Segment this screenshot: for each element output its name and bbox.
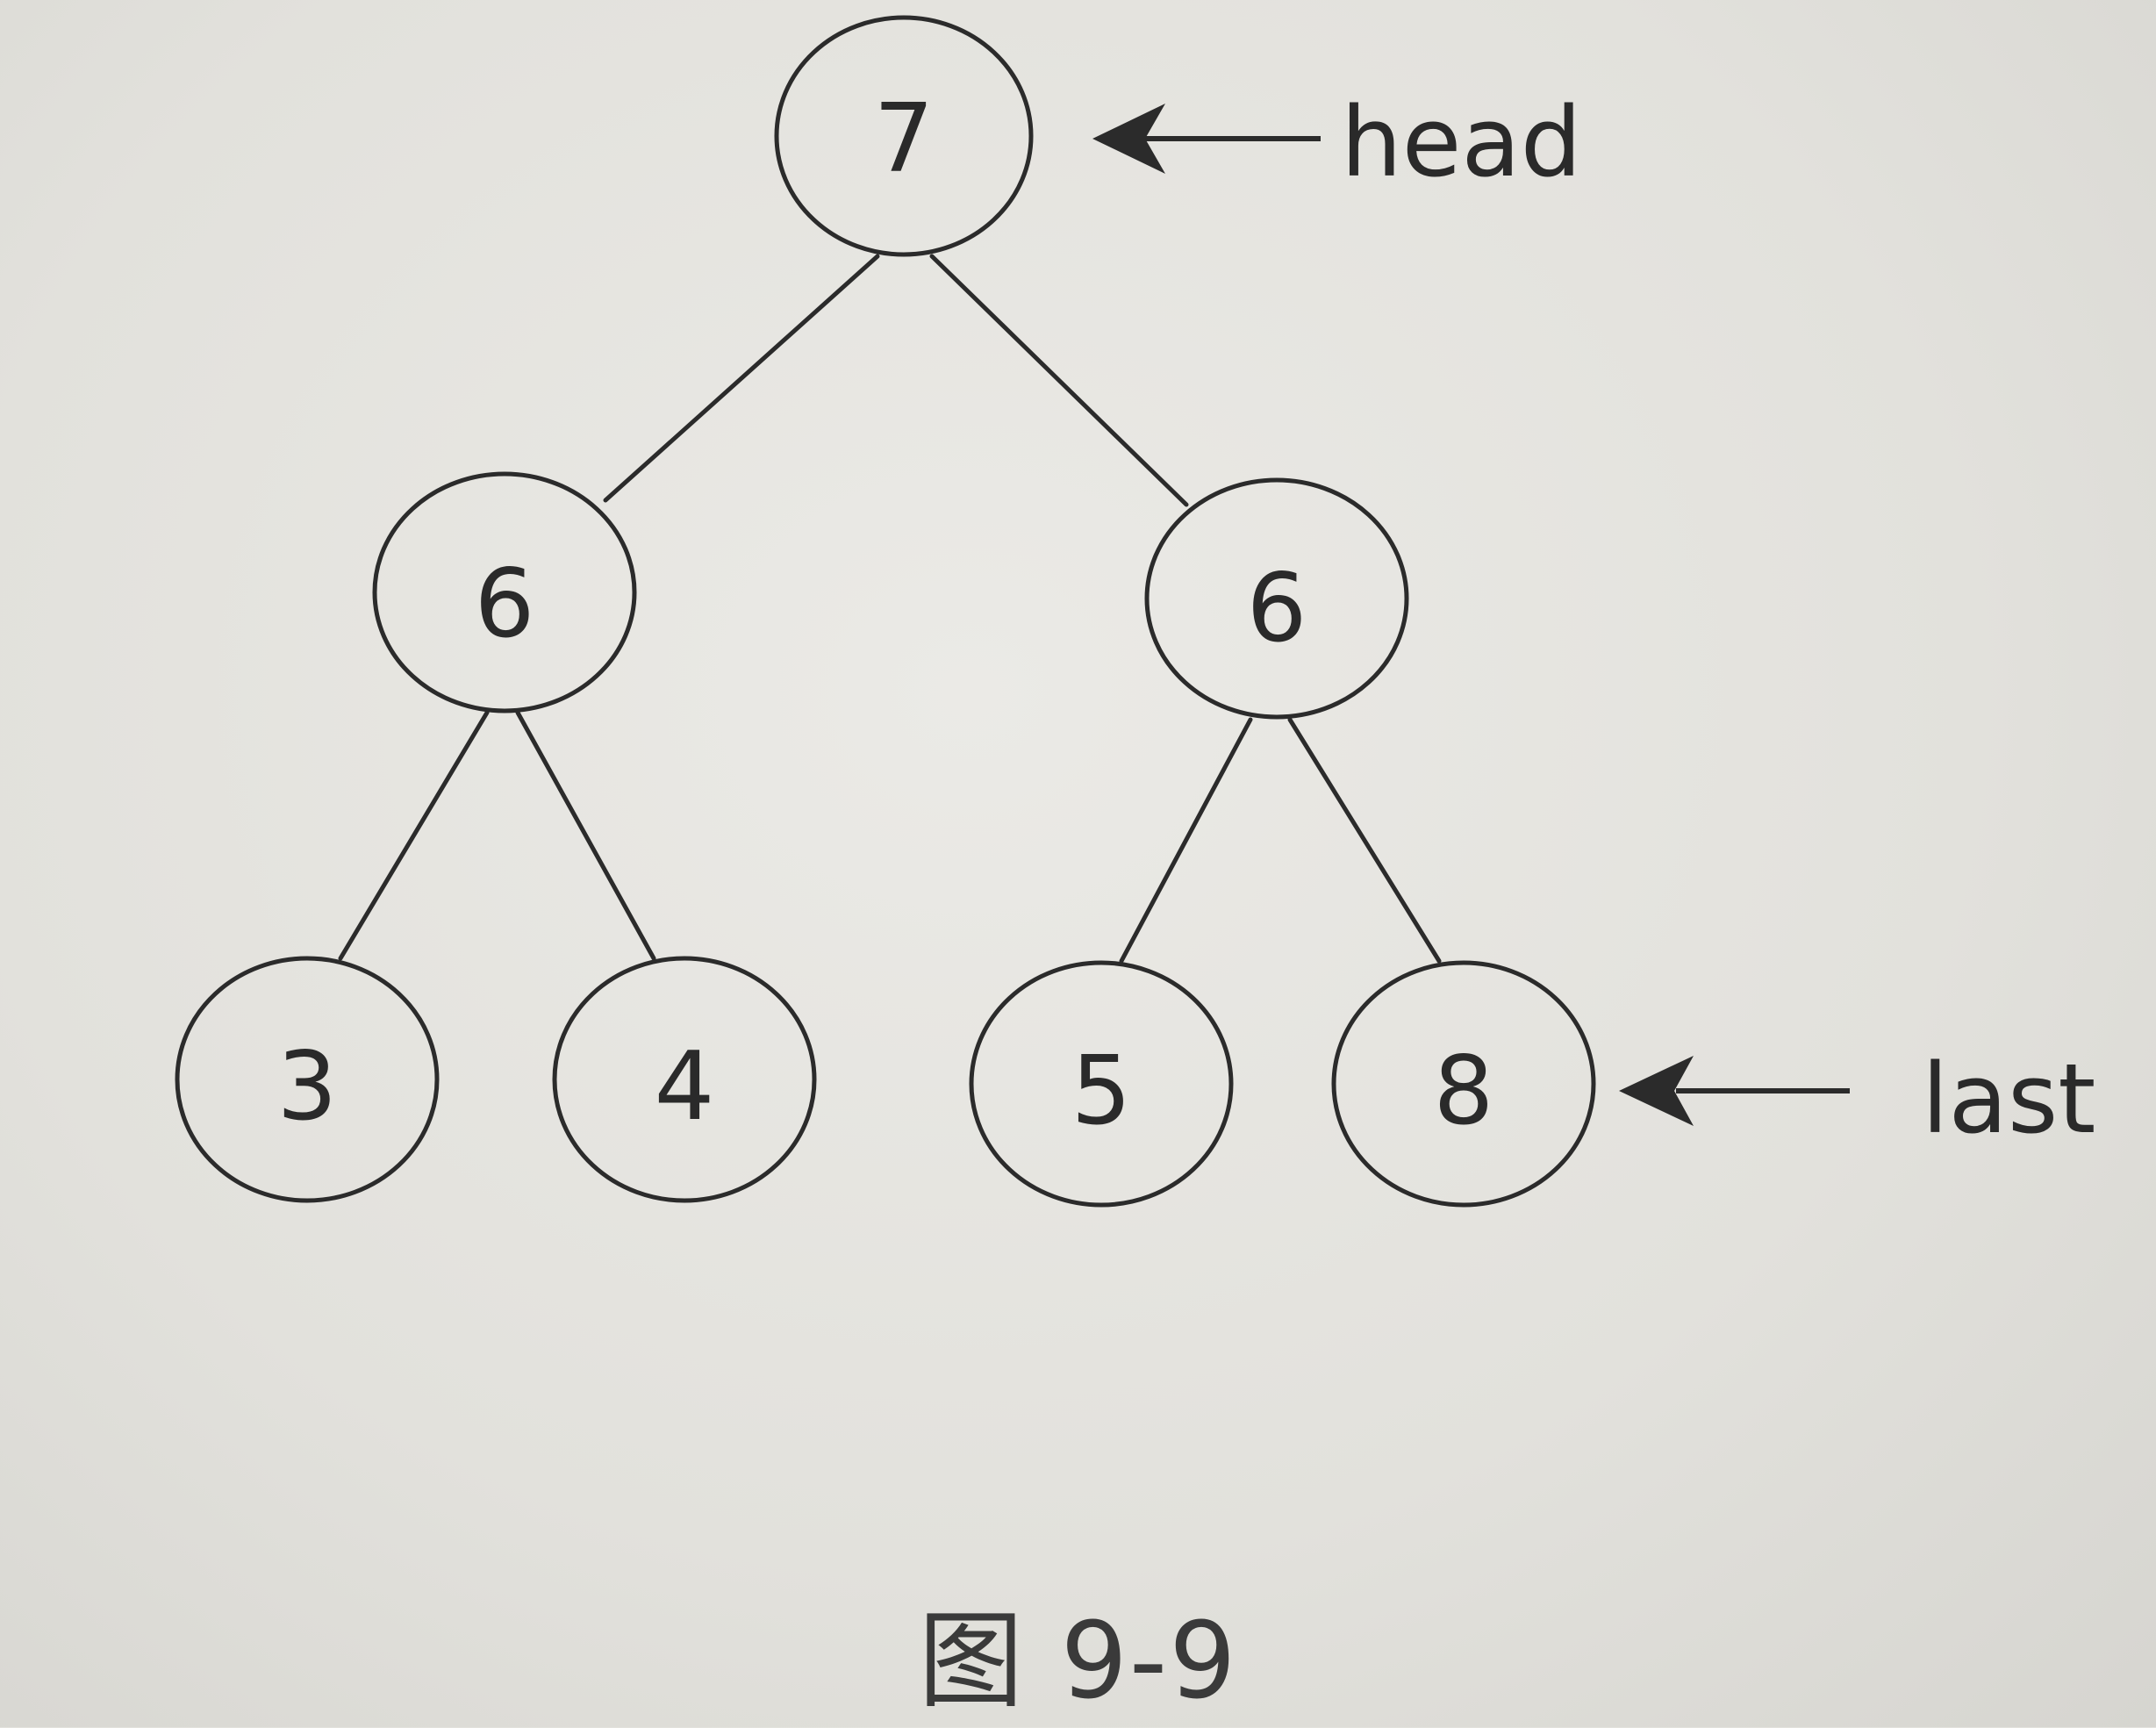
- node-label: 5: [1071, 1036, 1132, 1146]
- edge-left-leaf2: [515, 710, 656, 961]
- tree-node-root: 7: [774, 15, 1034, 257]
- head-arrow-icon: [1092, 104, 1165, 174]
- last-arrow-icon: [1619, 1056, 1694, 1126]
- node-label: 4: [655, 1032, 715, 1142]
- edge-left-leaf1: [338, 710, 490, 961]
- last-pointer: last: [1619, 1043, 2095, 1155]
- tree-node-leaf-3: 5: [969, 960, 1234, 1208]
- head-label: head: [1341, 86, 1582, 198]
- tree-node-leaf-4: 8: [1331, 960, 1596, 1208]
- node-label: 3: [277, 1032, 338, 1142]
- tree-node-l1-left: 6: [372, 471, 637, 713]
- node-label: 6: [1247, 554, 1307, 663]
- node-label: 7: [874, 84, 935, 194]
- node-label: 6: [475, 549, 535, 659]
- edge-root-left: [603, 254, 880, 503]
- head-pointer: head: [1092, 86, 1582, 198]
- last-label: last: [1922, 1043, 2095, 1155]
- figure-caption: 图 9-9: [918, 1601, 1238, 1723]
- tree-node-leaf-1: 3: [175, 956, 440, 1203]
- edge-right-leaf4: [1287, 717, 1442, 964]
- edge-root-right: [929, 254, 1189, 507]
- tree-node-l1-right: 6: [1144, 477, 1409, 720]
- tree-node-leaf-2: 4: [552, 956, 817, 1203]
- node-label: 8: [1434, 1036, 1494, 1146]
- edge-right-leaf3: [1119, 717, 1253, 964]
